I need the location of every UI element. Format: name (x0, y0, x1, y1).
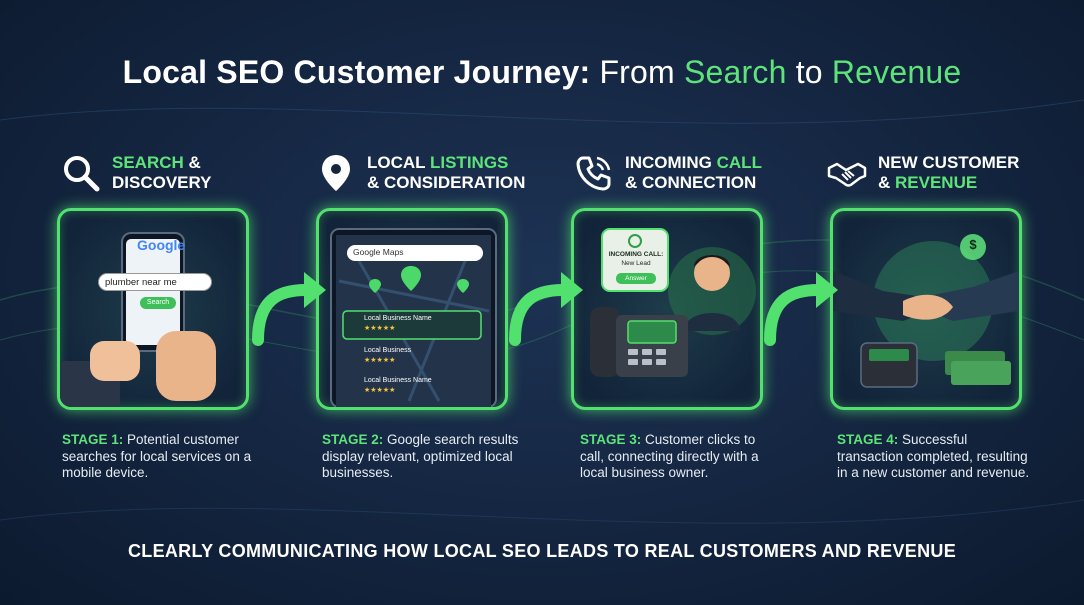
arrow-stage2-to-3 (509, 272, 583, 346)
location-pin-icon (322, 155, 350, 191)
incoming-call-subtitle: New Lead (621, 260, 651, 267)
stage-1-heading: Search & Discovery (60, 150, 212, 196)
stage-4-frame: $ (830, 208, 1022, 410)
page-title: Local SEO Customer Journey: From Search … (122, 54, 962, 90)
arrow-stage1-to-2 (252, 272, 326, 346)
footer-tagline: CLEARLY COMMUNICATING HOW LOCAL SEO LEAD… (127, 541, 957, 561)
dollar-coin-icon: $ (969, 237, 977, 252)
magnifier-icon (64, 156, 100, 192)
search-input[interactable]: plumber near me (98, 273, 212, 291)
stage-2-frame: Google Maps Local Business Name ★★★★★ Lo… (316, 208, 508, 410)
listing-3-rating: ★★★★★ (364, 387, 396, 394)
stage-1-description: STAGE 1: Potential customer searches for… (62, 432, 252, 480)
incoming-call-title: INCOMING CALL: (608, 251, 664, 258)
listing-2-name[interactable]: Local Business (364, 347, 412, 354)
stage-3-description: STAGE 3: Customer clicks to call, connec… (580, 432, 759, 480)
stage-4-heading: New Customer & Revenue (826, 150, 1019, 196)
handshake-icon (827, 162, 867, 187)
listing-3-name[interactable]: Local Business Name (364, 377, 432, 384)
listing-1-rating: ★★★★★ (364, 325, 396, 332)
arrow-stage3-to-4 (764, 272, 838, 346)
stage-4-description: STAGE 4: Successful transaction complete… (837, 432, 1030, 480)
phone-icon (576, 156, 611, 191)
search-button[interactable]: Search (140, 297, 176, 309)
phone-google-logo: Google (137, 237, 186, 253)
stage-2-heading: Local Listings & Consideration (315, 150, 525, 196)
maps-search-bar[interactable]: Google Maps (347, 245, 483, 261)
listing-2-rating: ★★★★★ (364, 357, 396, 364)
stage-1-frame: Google plumber near me Search (57, 208, 249, 410)
listing-1-name[interactable]: Local Business Name (364, 315, 432, 322)
answer-button[interactable]: Answer (616, 273, 656, 284)
stage-3-frame: INCOMING CALL: New Lead Answer (571, 208, 763, 410)
stage-2-description: STAGE 2: Google search results display r… (322, 432, 519, 480)
stage-3-heading: Incoming Call & Connection (573, 150, 762, 196)
